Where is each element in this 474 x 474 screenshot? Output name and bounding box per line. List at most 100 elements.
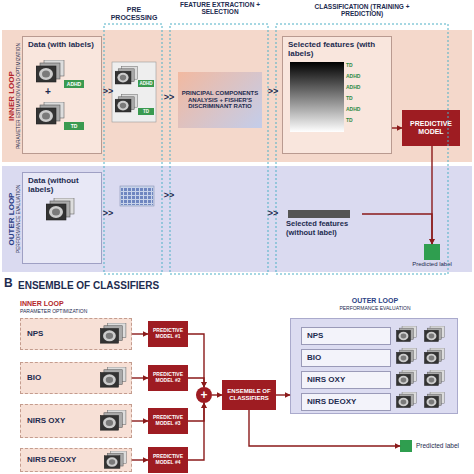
brain-scan-stack: [104, 451, 126, 468]
preprocessed-frame: [112, 62, 156, 122]
node-text: BIO: [307, 353, 321, 362]
preprocessed-grid: [121, 187, 153, 205]
modality-box: BIO: [20, 362, 132, 394]
node-text: Data (with labels): [28, 40, 94, 49]
node-text: PARAMETER ESTIMATION AND OPTIMIZATION: [16, 43, 22, 149]
text-label: PARAMETER OPTIMIZATION: [20, 309, 140, 315]
predicted-label-square: Predicted label: [400, 440, 412, 452]
brain-scan-stack: [115, 94, 137, 112]
sum-circle: +: [196, 387, 212, 403]
modality-box: BIO: [301, 349, 391, 367]
model-box: PREDICTIVE MODEL #3: [148, 408, 188, 434]
text-label: ADHD: [346, 85, 374, 91]
class-tag: [138, 80, 154, 87]
modality-box: NPS: [301, 327, 391, 345]
node-text: NPS: [307, 331, 323, 340]
text-label: >>: [101, 208, 115, 218]
text-label: >>: [101, 86, 115, 96]
modality-box: NIRS OXY: [301, 371, 391, 389]
loop-band: OUTER LOOPPERFORMANCE EVALUATIONData (wi…: [2, 166, 472, 272]
column-outline: [170, 24, 268, 274]
feature-set-box: Selected features (with labels): [282, 36, 392, 154]
text-label: ADHD: [64, 80, 84, 88]
text-label: ENSEMBLE OF CLASSIFIERS: [18, 280, 218, 292]
node-text: PREDICTIVE MODEL #4: [149, 454, 187, 466]
text-label: INNER LOOP: [20, 300, 120, 308]
column-outline: [276, 24, 448, 274]
flow-arrow: [276, 394, 290, 395]
brain-scan-stack: [424, 326, 444, 342]
evaluation-panel: OUTER LOOPPERFORMANCE EVALUATIONNPSBIONI…: [290, 318, 458, 414]
flow-arrow: [188, 403, 204, 421]
node-text: NIRS OXY: [307, 375, 345, 384]
brain-scan-stack: [424, 392, 444, 408]
node-text: PERFORMANCE EVALUATION: [16, 185, 22, 253]
model-box: PREDICTIVE MODEL #4: [148, 447, 188, 473]
brain-scan-stack: [115, 66, 137, 84]
class-tag: [138, 108, 154, 115]
modality-box: NIRS DEOXY: [20, 448, 132, 472]
flow-arrow: [249, 410, 400, 446]
flow-arrow: [132, 333, 148, 334]
flow-arrow: [431, 146, 432, 244]
text-label: >>: [162, 92, 176, 102]
modality-box: NPS: [20, 318, 132, 350]
node-text: PREDICTIVE MODEL #2: [149, 372, 187, 384]
node-text: Data (without labels): [28, 176, 96, 194]
text-label: FEATURE EXTRACTION + SELECTION: [170, 1, 270, 16]
text-label: TD: [64, 122, 84, 130]
node-text: Predicted label: [394, 261, 470, 268]
node-text: PERFORMANCE EVALUATION: [291, 306, 459, 312]
brain-scan-stack: [100, 323, 126, 343]
node-text: NIRS DEOXY: [27, 455, 76, 464]
brain-scan-stack: [424, 348, 444, 364]
text-label: >>: [162, 190, 176, 200]
flow-arrow: [188, 378, 204, 387]
feature-matrix: [290, 62, 344, 132]
model-box: PREDICTIVE MODEL #2: [148, 365, 188, 391]
loop-band: INNER LOOPPARAMETER ESTIMATION AND OPTIM…: [2, 30, 472, 162]
text-label: TD: [346, 63, 374, 69]
brain-scan-stack: [396, 348, 416, 364]
text-label: TD: [346, 96, 374, 102]
brain-scan-stack: [424, 370, 444, 386]
brain-scan-stack: [100, 367, 126, 387]
node-text: PREDICTIVE MODEL: [402, 120, 460, 136]
modality-box: NIRS OXY: [20, 404, 132, 438]
node-text: INNER LOOP: [7, 71, 16, 121]
flow-arrow: [188, 334, 204, 387]
flow-arrow: [362, 214, 432, 244]
text-label: +: [42, 86, 54, 98]
feature-method-box: PRINCIPAL COMPONENTS ANALYSIS + FISHER'S…: [178, 72, 262, 128]
model-box: PREDICTIVE MODEL: [402, 110, 460, 146]
node-text: Selected features (without label): [286, 220, 359, 237]
flow-arrow: [132, 459, 148, 460]
node-text: PRINCIPAL COMPONENTS ANALYSIS + FISHER'S…: [181, 90, 259, 111]
class-tag: [64, 122, 84, 130]
text-label: TD: [346, 118, 374, 124]
text-label: CLASSIFICATION (TRAINING + PREDICTION): [309, 3, 415, 18]
text-label: ADHD: [138, 80, 154, 87]
brain-scan-stack: [396, 392, 416, 408]
node-text: NPS: [27, 329, 43, 338]
text-label: ADHD: [346, 107, 374, 113]
preprocessed-grid: [120, 186, 154, 206]
feature-set-box: Selected features (without label): [282, 204, 362, 250]
brain-scan-stack: [100, 410, 126, 430]
column-outline: [104, 24, 162, 274]
flow-arrow: [132, 377, 148, 378]
brain-scan-stack: [396, 326, 416, 342]
node-text: Predicted label: [416, 442, 459, 449]
brain-scan-stack: [46, 198, 74, 220]
brain-scan-stack: [36, 102, 64, 124]
node-text: PREDICTIVE MODEL #3: [149, 415, 187, 427]
flow-arrow: [132, 420, 148, 421]
node-text: NIRS OXY: [27, 416, 65, 425]
node-text: OUTER LOOP: [291, 297, 459, 305]
flow-arrow: [392, 127, 402, 128]
text-label: ADHD: [346, 74, 374, 80]
